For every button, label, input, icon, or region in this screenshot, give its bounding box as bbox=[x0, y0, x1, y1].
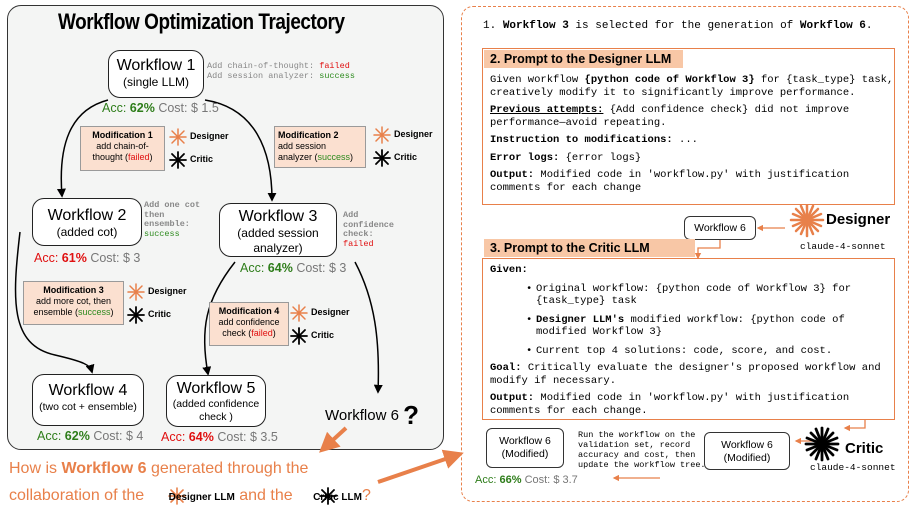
mod4-designer-label: Designer bbox=[311, 307, 350, 317]
workflow-2-node[interactable]: Workflow 2 (added cot) bbox=[32, 198, 142, 246]
workflow-3-sub1: (added session bbox=[237, 226, 319, 240]
workflow-1-note: Add chain-of-thought: failed Add session… bbox=[207, 61, 355, 81]
workflow-6-designer-output[interactable]: Workflow 6 bbox=[684, 216, 756, 240]
workflow-2-title: Workflow 2 bbox=[47, 207, 127, 224]
arrow-wf3-wf6 bbox=[354, 261, 383, 394]
workflow-3-title: Workflow 3 bbox=[238, 208, 318, 225]
arrow-p3-to-critic bbox=[843, 420, 866, 432]
arrow-wf6-to-critic bbox=[694, 240, 721, 260]
mod2-designer-label: Designer bbox=[394, 129, 433, 139]
workflow-4-node[interactable]: Workflow 4 (two cot + ensemble) bbox=[32, 374, 144, 426]
critic-prompt-box bbox=[482, 258, 895, 420]
workflow-1-metrics: Acc: 62% Cost: $ 1.5 bbox=[102, 101, 219, 115]
designer-prompt-box bbox=[482, 48, 895, 205]
step-1-text: 1. Workflow 3 is selected for the genera… bbox=[483, 20, 873, 32]
mod4-critic-label: Critic bbox=[311, 330, 335, 340]
workflow-6-final[interactable]: Workflow 6(Modified) bbox=[486, 428, 564, 468]
workflow-3-node[interactable]: Workflow 3 (added session analyzer) bbox=[219, 203, 337, 257]
designer-starburst-large bbox=[789, 203, 825, 238]
workflow-6-pending: Workflow 6 ? bbox=[325, 400, 419, 430]
critic-icon-mod2 bbox=[373, 149, 391, 167]
orange-arrow-down bbox=[319, 426, 348, 453]
workflow-2-metrics: Acc: 61% Cost: $ 3 bbox=[34, 251, 141, 265]
workflow-5-sub1: (added confidence bbox=[172, 398, 260, 410]
critic-prompt-body: Given: •Original workflow: {python code … bbox=[490, 264, 881, 417]
designer-icon-question bbox=[168, 487, 186, 505]
designer-model: claude-4-sonnet bbox=[800, 241, 886, 252]
designer-label: Designer bbox=[826, 211, 891, 228]
designer-icon-mod4 bbox=[290, 304, 308, 322]
workflow-5-title: Workflow 5 bbox=[176, 380, 256, 397]
workflow-4-title: Workflow 4 bbox=[48, 382, 128, 399]
workflow-1-sub: (single LLM) bbox=[122, 75, 190, 89]
arrow-wf1-wf2 bbox=[56, 99, 109, 198]
mod3-designer-label: Designer bbox=[148, 286, 187, 296]
workflow-1-title: Workflow 1 bbox=[116, 57, 196, 74]
critic-icon-mod4 bbox=[290, 327, 308, 345]
critic-icon-question bbox=[319, 487, 337, 505]
workflow-3-sub2: analyzer) bbox=[253, 241, 303, 255]
critic-prompt-header: 3. Prompt to the Critic LLM bbox=[484, 239, 695, 257]
critic-starburst-large bbox=[804, 426, 840, 462]
workflow-6-critic-output[interactable]: Workflow 6(Modified) bbox=[704, 432, 790, 470]
workflow-2-sub: (added cot) bbox=[56, 225, 118, 239]
workflow-5-metrics: Acc: 64% Cost: $ 3.5 bbox=[161, 430, 278, 444]
workflow-3-metrics: Acc: 64% Cost: $ 3 bbox=[240, 261, 347, 275]
critic-model: claude-4-sonnet bbox=[810, 462, 896, 473]
designer-prompt-header: 2. Prompt to the Designer LLM bbox=[484, 50, 683, 68]
designer-icon-mod2 bbox=[373, 126, 391, 144]
mod1-designer-label: Designer bbox=[190, 131, 229, 141]
orange-arrow-right bbox=[377, 449, 464, 484]
mod3-critic-label: Critic bbox=[148, 309, 172, 319]
workflow-1-node[interactable]: Workflow 1 (single LLM) bbox=[108, 50, 204, 98]
workflow-5-sub2: check ) bbox=[199, 411, 233, 423]
arrow-wf2-wf4 bbox=[14, 231, 95, 374]
critic-icon-mod3 bbox=[127, 306, 145, 324]
designer-icon-mod3 bbox=[127, 283, 145, 301]
workflow-4-metrics: Acc: 62% Cost: $ 4 bbox=[37, 429, 144, 443]
trajectory-title: Workflow Optimization Trajectory bbox=[58, 9, 345, 34]
critic-label: Critic bbox=[845, 440, 884, 457]
mod1-critic-label: Critic bbox=[190, 154, 214, 164]
designer-icon-mod1 bbox=[169, 128, 187, 146]
mod2-critic-label: Critic bbox=[394, 152, 418, 162]
workflow-4-sub: (two cot + ensemble) bbox=[39, 401, 137, 413]
critic-icon-mod1 bbox=[169, 151, 187, 169]
question-line-2: collaboration of the Designer LLM and th… bbox=[9, 487, 371, 504]
designer-prompt-body: Given workflow {python code of Workflow … bbox=[490, 74, 894, 194]
question-line-1: How is Workflow 6 generated through the bbox=[9, 460, 309, 477]
workflow-5-node[interactable]: Workflow 5 (added confidence check ) bbox=[166, 375, 266, 427]
arrow-wf3-wf5 bbox=[202, 261, 236, 376]
process-panel bbox=[461, 6, 909, 502]
final-metrics: Acc: 66% Cost: $ 3.7 bbox=[475, 474, 578, 486]
arrow-wf1-wf3 bbox=[204, 99, 277, 202]
